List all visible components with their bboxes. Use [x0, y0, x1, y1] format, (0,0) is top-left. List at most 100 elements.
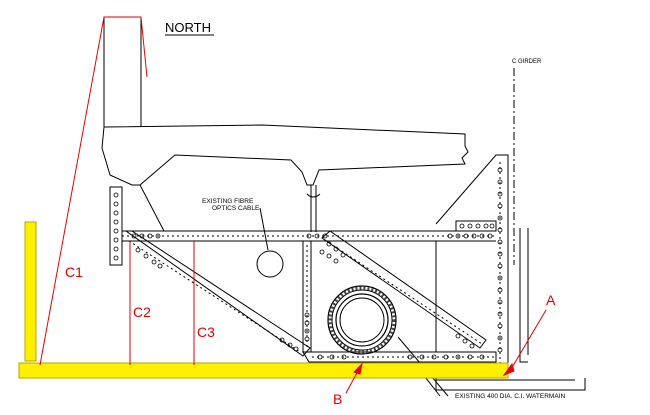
bolt-hole: [113, 210, 119, 216]
right-diagonal-brace: [321, 230, 487, 349]
bolt-hole: [143, 253, 149, 259]
bolt-hole: [497, 335, 503, 341]
bolt-hole: [333, 258, 339, 264]
bolt-hole: [113, 219, 119, 225]
bolt-hole: [287, 342, 293, 348]
bolt-hole: [497, 287, 503, 293]
bolt-hole: [497, 323, 503, 329]
bolt-hole: [497, 215, 503, 221]
label-c3: C3: [197, 324, 215, 340]
bolt-hole: [475, 223, 481, 229]
bolt-hole: [135, 247, 141, 253]
bolt-hole: [497, 311, 503, 317]
bolt-hole: [326, 253, 332, 259]
bolt-hole: [304, 336, 310, 342]
bolt-hole: [497, 239, 503, 245]
bolt-hole: [113, 246, 119, 252]
bolt-hole: [497, 275, 503, 281]
bolt-hole: [479, 354, 485, 360]
bolt-hole: [139, 233, 145, 239]
bolt-hole: [304, 312, 310, 318]
bolt-hole: [279, 337, 285, 343]
bolt-hole: [497, 227, 503, 233]
bolt-hole: [157, 263, 163, 269]
leader-a: [509, 309, 547, 372]
fibre-label-1: EXISTING FIBRE: [202, 198, 254, 205]
bolt-hole: [479, 233, 485, 239]
bolt-hole: [489, 223, 495, 229]
bolt-hole: [326, 241, 332, 247]
bolt-hole: [467, 354, 473, 360]
bolt-hole: [113, 228, 119, 234]
right-end-plate: [435, 154, 509, 373]
platform-deck: [18, 362, 509, 379]
bolt-hole: [329, 354, 335, 360]
watermain-pipe: [327, 285, 397, 355]
bolt-hole: [483, 223, 489, 229]
bolt-hole: [455, 233, 461, 239]
label-a: A: [546, 292, 556, 308]
label-c2: C2: [133, 304, 151, 320]
left-diagonal-brace: [124, 230, 311, 357]
girder-label: C GIRDER: [512, 59, 542, 65]
bolt-hole: [304, 328, 310, 334]
structure: [101, 16, 586, 397]
bolt-hole: [431, 354, 437, 360]
bolt-hole: [314, 233, 320, 239]
bolt-hole: [293, 346, 299, 352]
bolt-hole: [333, 246, 339, 252]
bolt-hole: [455, 333, 461, 339]
bolt-hole: [463, 233, 469, 239]
bolt-hole: [497, 179, 503, 185]
bolt-hole: [419, 354, 425, 360]
bolt-hole: [471, 233, 477, 239]
bolt-hole: [497, 263, 503, 269]
bolt-hole: [497, 299, 503, 305]
bolt-hole: [322, 233, 328, 239]
clearance-annotations: [39, 16, 547, 394]
bolt-hole: [113, 192, 119, 198]
bolt-hole: [447, 233, 453, 239]
label-b: B: [333, 391, 342, 407]
bolt-hole: [155, 233, 161, 239]
bolt-hole: [113, 237, 119, 243]
bolt-hole: [306, 233, 312, 239]
bolt-hole: [462, 338, 468, 344]
bolt-hole: [467, 223, 473, 229]
bolt-hole: [497, 167, 503, 173]
bolt-hole: [469, 343, 475, 349]
bolt-hole: [455, 354, 461, 360]
bolt-hole: [443, 354, 449, 360]
north-label: NORTH: [165, 20, 211, 35]
left-hanger: [109, 186, 123, 266]
bolt-holes: [113, 167, 503, 360]
bolt-hole: [497, 251, 503, 257]
parapet: [103, 16, 142, 127]
bolt-hole: [113, 201, 119, 207]
watermain-label: EXISTING 400 DIA. C.I. WATERMAIN: [455, 393, 565, 400]
bolt-hole: [131, 233, 137, 239]
bolt-hole: [319, 249, 325, 255]
bolt-hole: [340, 252, 346, 258]
bolt-hole: [497, 347, 503, 353]
bottom-chord: [302, 351, 497, 363]
bolt-hole: [487, 233, 493, 239]
bolt-hole: [113, 255, 119, 261]
clearance-line-c1: [39, 16, 148, 366]
bolt-hole: [151, 259, 157, 265]
fibre-cable: [256, 250, 284, 278]
bolt-hole: [459, 223, 465, 229]
label-c1: C1: [65, 264, 83, 280]
bolt-hole: [317, 354, 323, 360]
leader-b: [345, 370, 359, 394]
deck-slab: [101, 124, 469, 186]
bolt-hole: [407, 354, 413, 360]
bolt-hole: [497, 203, 503, 209]
bolt-hole: [147, 233, 153, 239]
bolt-hole: [304, 320, 310, 326]
platform-post: [24, 221, 37, 362]
fibre-label-2: OPTICS CABLE: [212, 205, 260, 212]
bolt-hole: [497, 191, 503, 197]
bolt-hole: [341, 354, 347, 360]
